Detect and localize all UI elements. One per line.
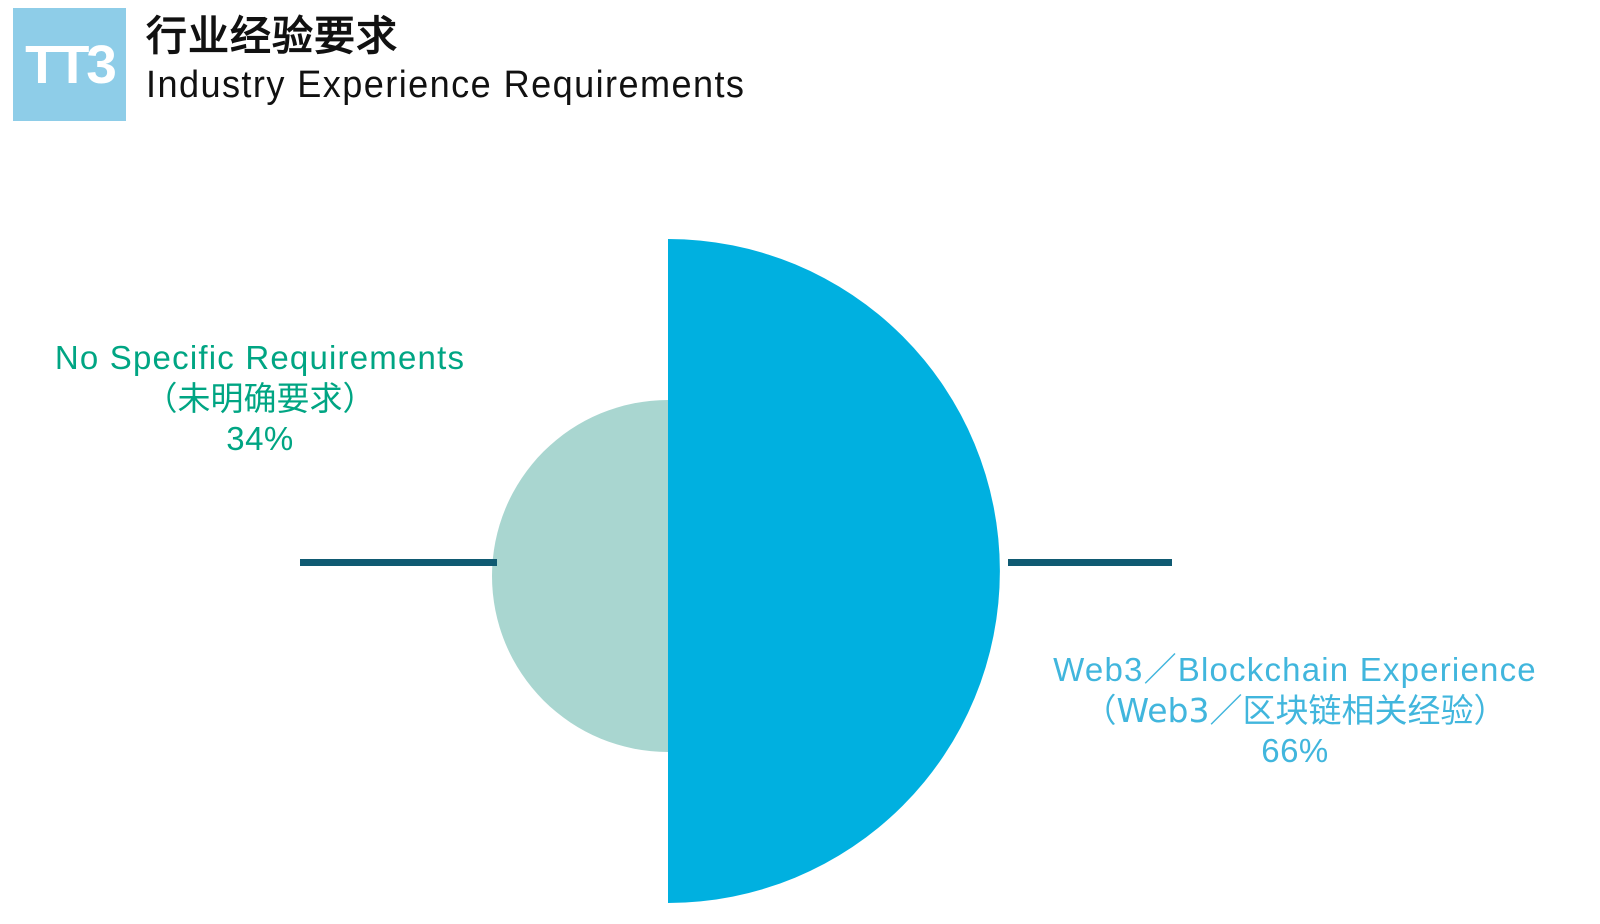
title-block: 行业经验要求 Industry Experience Requirements [146, 12, 777, 110]
baseline-right-segment [1008, 559, 1172, 566]
slice-no-specific-requirements [492, 400, 668, 752]
label-no-specific-requirements: No Specific Requirements （未明确要求） 34% [0, 338, 520, 460]
page-title-chinese: 行业经验要求 [146, 12, 398, 60]
label-web3-blockchain-experience: Web3／Blockchain Experience （Web3／区块链相关经验… [1000, 650, 1590, 772]
page-title-english: Industry Experience Requirements [146, 64, 746, 107]
logo-text: TT3 [25, 34, 117, 95]
label-right-percent: 66% [1261, 732, 1329, 770]
label-right-english: Web3／Blockchain Experience [1053, 651, 1537, 688]
page-header: TT3 行业经验要求 Industry Experience Requireme… [0, 0, 1600, 140]
label-right-chinese: （Web3／区块链相关经验） [1083, 690, 1507, 730]
label-left-english: No Specific Requirements [54, 339, 466, 376]
logo-badge: TT3 [13, 8, 126, 121]
slice-web3-blockchain [668, 239, 1000, 903]
label-left-chinese: （未明确要求） [144, 378, 376, 418]
baseline-left-segment [300, 559, 497, 566]
label-left-percent: 34% [226, 420, 294, 458]
